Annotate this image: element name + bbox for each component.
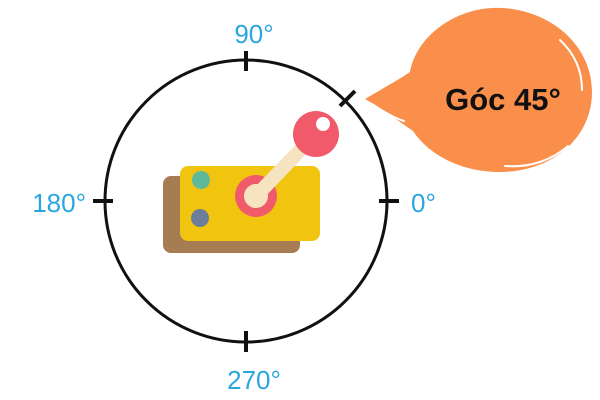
bubble-right-highlight [559,39,583,91]
green-button-icon [192,171,210,189]
callout-text: Góc 45° [445,82,561,117]
joystick-knob-highlight [316,117,330,131]
joystick-icon [163,111,339,253]
joystick-knob [293,111,339,157]
label-180: 180° [32,188,86,218]
label-0: 0° [411,188,436,218]
label-90: 90° [234,19,273,49]
blue-button-icon [191,209,209,227]
bubble-bottom-highlight [504,145,569,168]
speech-bubble [365,7,592,173]
speech-bubble-icon [365,7,592,173]
bubble-tail-highlight [371,103,405,122]
label-270: 270° [227,365,281,395]
tick-45 [338,89,357,108]
